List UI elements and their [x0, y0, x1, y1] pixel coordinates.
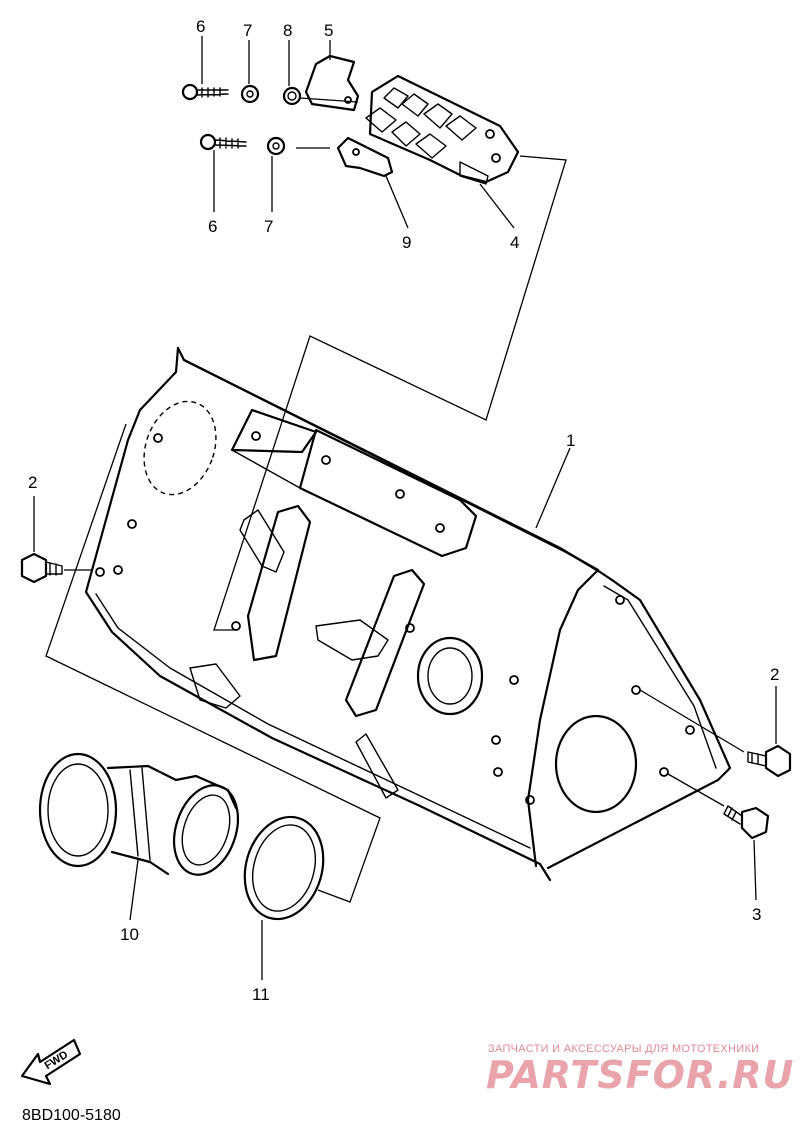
nut-7-top — [240, 84, 260, 104]
leader-lines — [33, 36, 777, 980]
grommet-8 — [282, 86, 302, 106]
callout-10: 10 — [120, 925, 139, 944]
callout-6: 6 — [208, 217, 217, 236]
callout-7: 7 — [243, 21, 252, 40]
clamp-9 — [336, 136, 394, 178]
callout-3: 3 — [752, 905, 761, 924]
intake-boot — [38, 752, 239, 876]
ring-11 — [243, 815, 325, 921]
callout-1: 1 — [566, 431, 575, 450]
callout-9: 9 — [402, 233, 411, 252]
screw-6-bottom — [199, 133, 247, 151]
bolt-2-right — [747, 744, 792, 778]
nut-7-bottom — [266, 136, 286, 156]
callout-numbers: 1 2 2 3 4 5 6 6 7 7 8 9 10 11 — [28, 17, 779, 1004]
relay-bracket — [365, 74, 520, 185]
callout-4: 4 — [510, 233, 519, 252]
screw-6-top — [181, 83, 229, 101]
watermark: ЗАПЧАСТИ И АКСЕССУАРЫ ДЛЯ МОТОТЕХНИКИ PA… — [486, 1043, 794, 1097]
fwd-arrow-icon: FWD — [20, 1038, 82, 1086]
watermark-brand: PARTSFOR.RU — [486, 1053, 794, 1097]
bolt-2-left — [20, 552, 63, 584]
air-box-plate — [84, 346, 732, 882]
callout-11: 11 — [252, 985, 270, 1004]
callout-7: 7 — [264, 217, 273, 236]
watermark-tagline: ЗАПЧАСТИ И АКСЕССУАРЫ ДЛЯ МОТОТЕХНИКИ — [488, 1043, 759, 1055]
callout-5: 5 — [324, 21, 333, 40]
callout-2: 2 — [770, 665, 779, 684]
diagram-code: 8BD100-5180 — [22, 1107, 121, 1124]
bracket-5 — [304, 54, 360, 112]
bolt-3 — [723, 805, 770, 840]
callout-6: 6 — [196, 17, 205, 36]
callout-8: 8 — [283, 21, 292, 40]
callout-2: 2 — [28, 473, 37, 492]
